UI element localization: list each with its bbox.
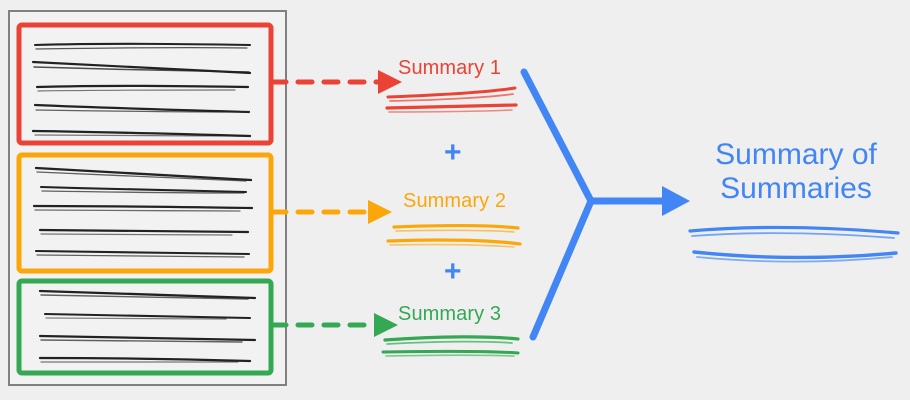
plus-operator-1: + — [444, 136, 462, 169]
section-orange-text-lines — [32, 166, 254, 258]
dashed-arrow-red — [269, 70, 402, 94]
merge-arrow — [520, 68, 690, 341]
summary-2-label: Summary 2 — [403, 190, 507, 212]
summary-2-squiggle — [386, 224, 522, 248]
summary-1-squiggle — [385, 86, 518, 113]
source-document-panel — [8, 10, 287, 386]
plus-operator-2: + — [444, 255, 462, 288]
section-red-text-lines — [31, 42, 252, 138]
final-summary-title-line1: Summary of — [715, 138, 877, 171]
document-section-red[interactable] — [16, 22, 274, 146]
dashed-arrow-orange — [269, 200, 392, 224]
dashed-arrow-green — [269, 313, 398, 337]
final-summary-title: Summary of Summaries — [690, 138, 902, 205]
summary-3-squiggle — [381, 335, 520, 357]
final-summary-squiggle — [688, 225, 900, 263]
summary-3-label: Summary 3 — [398, 303, 502, 325]
final-summary-title-line2: Summaries — [720, 171, 872, 205]
summary-1-label: Summary 1 — [398, 57, 502, 79]
section-green-text-lines — [38, 289, 257, 363]
